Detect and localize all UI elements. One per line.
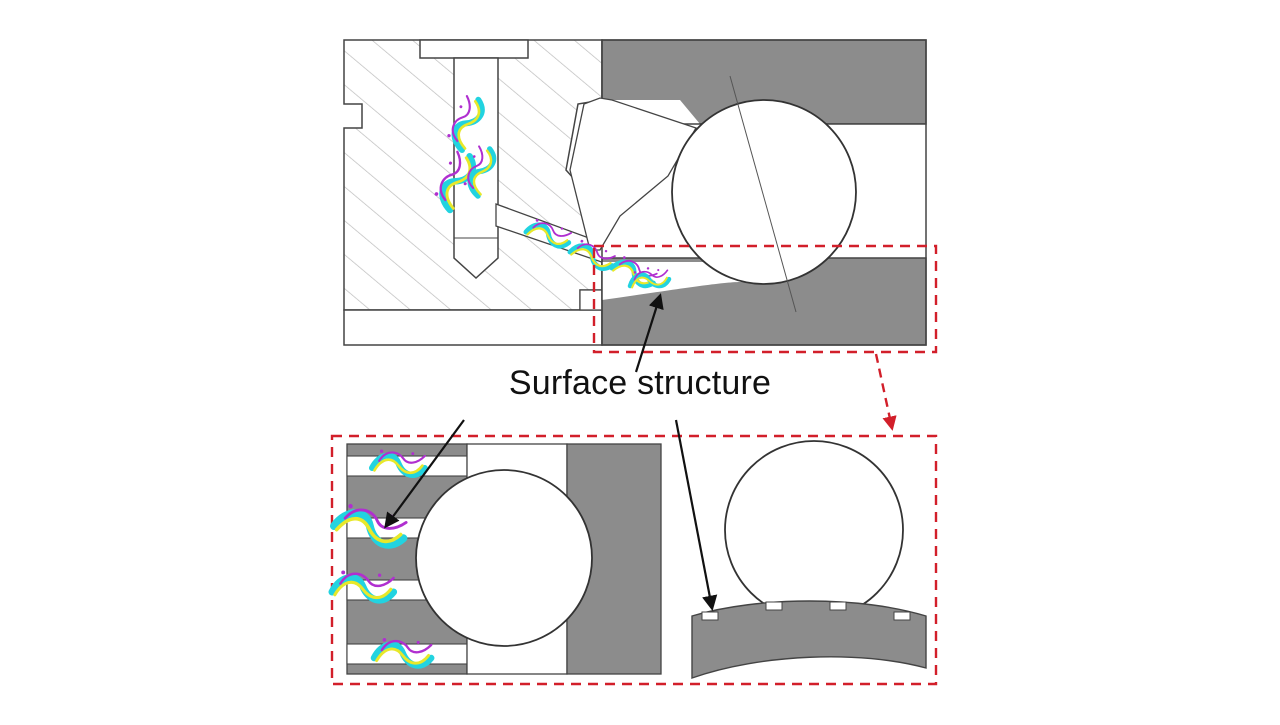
detail-front-view [332,443,662,675]
top-assembly [343,39,938,354]
label-arrows [384,293,718,612]
detail-side-view [691,440,927,679]
surface-structure-label: Surface structure [508,364,772,402]
arrow-icon [384,419,465,529]
bearing-section [569,39,927,346]
detail-view [332,434,938,686]
arrow-icon [634,293,664,373]
dashed-callout-icon [592,244,938,354]
rolling-ball [671,99,857,285]
arrow-icon [674,419,718,612]
callout-connector-arrow [874,353,897,431]
